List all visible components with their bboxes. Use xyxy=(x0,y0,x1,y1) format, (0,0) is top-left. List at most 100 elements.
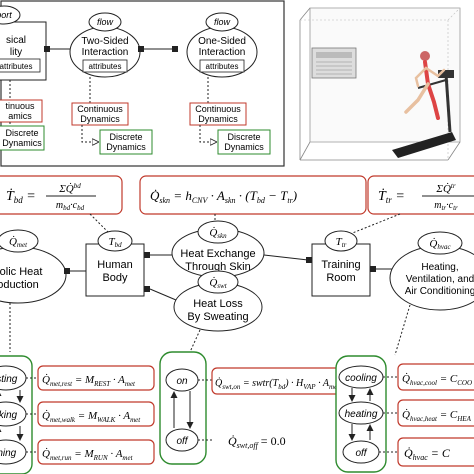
port-square-2 xyxy=(138,46,144,52)
body-port-square-1 xyxy=(144,252,150,258)
dyn-arrow-right xyxy=(199,125,216,142)
eq-met-rest-box xyxy=(37,365,155,391)
attributes-box-3 xyxy=(199,59,245,73)
hvac-label-3: Air Conditioning xyxy=(405,286,474,297)
cont-dyn-left-1: tinuous xyxy=(5,101,35,111)
runner-icon xyxy=(404,51,446,120)
port-label: port xyxy=(0,10,12,20)
attributes-label-2: attributes xyxy=(89,62,122,71)
met-port-square xyxy=(64,268,70,274)
heat-exchange-label-1: Heat Exchange xyxy=(180,248,255,260)
q-swt-port xyxy=(197,270,239,294)
eq-t-tr-num: ΣQ̇tr xyxy=(435,182,455,195)
human-body-node xyxy=(85,243,145,297)
eq-hvac-off: Q̇hvac = C xyxy=(404,446,451,462)
eq-t-tr-box xyxy=(367,175,474,215)
attributes-box-1 xyxy=(0,58,41,73)
attributes-box-2 xyxy=(82,59,128,73)
eq-q-skn: Q̇skn = hCNV · Askn · (Tbd − Ttr) xyxy=(150,188,297,205)
eq-swt-off: Q̇swt,off = 0.0 xyxy=(228,434,286,450)
link-t-tr xyxy=(349,213,401,235)
q-met-port xyxy=(0,229,39,253)
training-room-label-1: Training xyxy=(321,259,360,271)
cont-dyn-mid-1: Continuous xyxy=(77,104,123,114)
disc-dyn-left-box xyxy=(0,125,45,151)
cont-dyn-mid-2: Dynamics xyxy=(80,114,120,124)
body-port-square-2 xyxy=(144,286,150,292)
human-body-label-2: Body xyxy=(102,272,128,284)
dyn-arrow-mid xyxy=(81,125,98,142)
port-ellipse xyxy=(0,5,21,25)
disc-dyn-mid-2: Dynamics xyxy=(106,142,146,152)
cont-dyn-left-2: amics xyxy=(8,111,32,121)
heat-loss-label-2: By Sweating xyxy=(187,311,248,323)
physical-entity-label-2: lity xyxy=(10,47,22,58)
disc-dyn-left-1: Discrete xyxy=(5,128,38,138)
heat-loss-label-1: Heat Loss xyxy=(193,298,243,310)
ac-unit-icon xyxy=(311,47,357,79)
disc-dyn-right-1: Discrete xyxy=(227,132,260,142)
eq-hvac-off-box xyxy=(397,437,474,467)
state-cooling-label: cooling xyxy=(345,373,377,384)
cont-dyn-right-box xyxy=(189,102,247,126)
state-hvac-off-label: off xyxy=(355,448,367,459)
state-off-label: off xyxy=(176,436,188,447)
attributes-label-1: attributes xyxy=(0,62,32,71)
disc-dyn-mid-1: Discrete xyxy=(109,132,142,142)
eq-hvac-heat-box xyxy=(397,399,474,427)
q-hvac-port xyxy=(417,231,463,255)
room-port-square-2 xyxy=(370,266,376,272)
state-heating-label: heating xyxy=(345,409,378,420)
port-square-3 xyxy=(172,46,178,52)
metabolic-label-2: oduction xyxy=(0,279,39,291)
disc-dyn-left-2: Dynamics xyxy=(2,138,42,148)
cont-dyn-left-box xyxy=(0,99,43,123)
two-sided-label-2: Interaction xyxy=(82,47,129,58)
link-t-bd xyxy=(89,213,111,235)
state-on-label: on xyxy=(176,376,188,387)
eq-t-tr-den: mtr·ctr xyxy=(434,200,458,212)
cont-dyn-right-2: Dynamics xyxy=(198,114,238,124)
flow-label-1: flow xyxy=(97,17,114,27)
eq-q-skn-box xyxy=(139,175,367,215)
treadmill-icon xyxy=(392,70,456,158)
state-resting-label: esting xyxy=(0,374,18,385)
q-skn-port xyxy=(197,220,239,244)
state-running-label: nning xyxy=(0,448,17,459)
cont-dyn-right-1: Continuous xyxy=(195,104,241,114)
flow-ellipse-1 xyxy=(88,12,122,32)
one-sided-label-1: One-Sided xyxy=(198,36,246,47)
hvac-label-2: Ventilation, and xyxy=(406,274,474,285)
state-walking-label: alking xyxy=(0,410,17,421)
hvac-dyn-link xyxy=(394,304,411,356)
eq-t-tr: Ṫtr = xyxy=(378,188,405,205)
t-tr-port xyxy=(324,230,358,252)
metabolic-label-1: bolic Heat xyxy=(0,266,42,278)
eq-t-bd-box xyxy=(0,175,123,215)
t-tr-port-label: Ttr xyxy=(336,236,347,249)
body-to-sweat xyxy=(149,288,177,301)
eq-met-walk-box xyxy=(37,401,155,427)
eq-met-run-box xyxy=(37,439,155,465)
hvac-label-1: Heating, xyxy=(421,262,458,273)
physical-entity-label-1: sical xyxy=(6,35,26,46)
eq-hvac-cool-box xyxy=(397,363,474,391)
disc-dyn-right-box xyxy=(217,129,271,155)
eq-met-rest: Q̇met,rest = MREST · Amet xyxy=(42,374,136,388)
disc-dyn-mid-box xyxy=(99,129,153,155)
flow-ellipse-2 xyxy=(205,12,239,32)
room-port-square-1 xyxy=(306,257,312,263)
cont-dyn-mid-box xyxy=(71,102,129,126)
room-illustration xyxy=(299,7,461,161)
human-body-label-1: Human xyxy=(97,259,132,271)
t-bd-port xyxy=(97,230,133,252)
flow-label-2: flow xyxy=(214,17,231,27)
heat-exchange-label-2: Through Skin xyxy=(185,261,250,273)
one-sided-label-2: Interaction xyxy=(199,47,246,58)
two-sided-label-1: Two-Sided xyxy=(81,36,128,47)
skin-to-room xyxy=(263,254,309,261)
eq-t-bd: Ṫbd = xyxy=(6,188,36,205)
attributes-label-3: attributes xyxy=(206,62,239,71)
port-square-1 xyxy=(44,46,50,52)
